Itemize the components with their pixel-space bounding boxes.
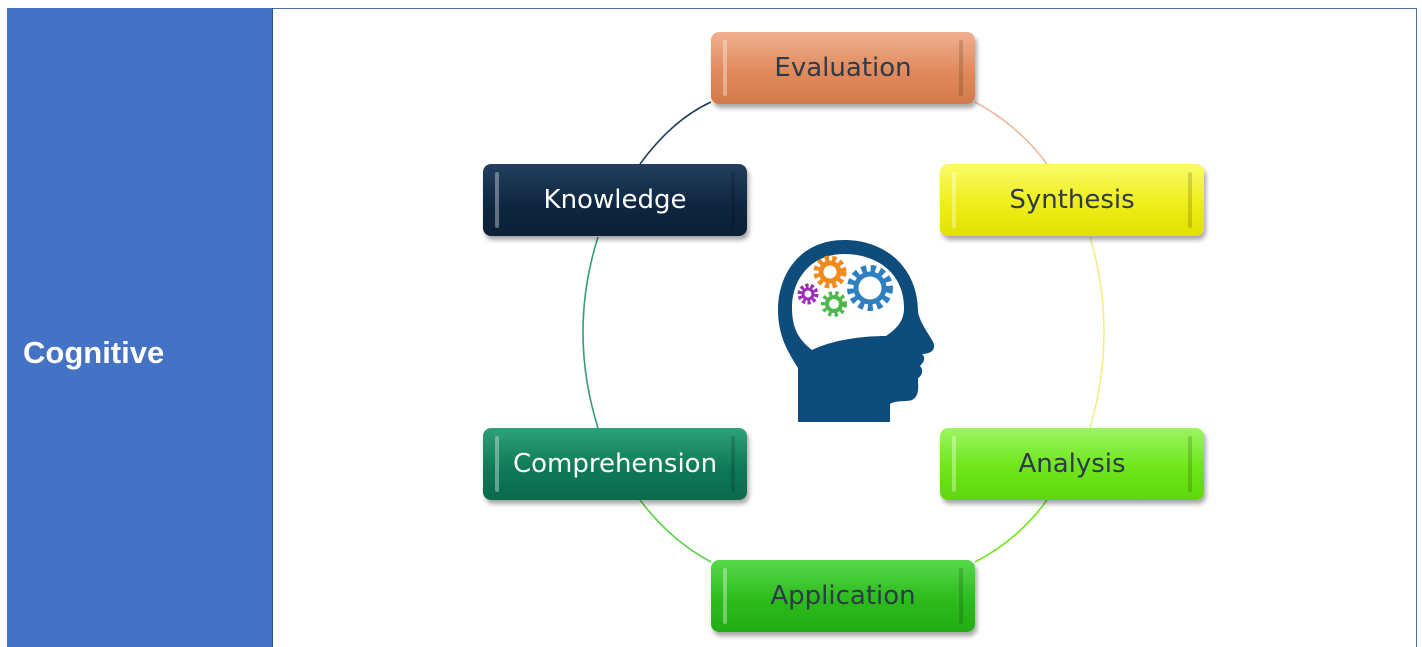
level-comprehension: Comprehension (483, 428, 747, 500)
level-application: Application (711, 560, 975, 632)
level-synthesis: Synthesis (940, 164, 1204, 236)
level-evaluation: Evaluation (711, 32, 975, 104)
level-knowledge: Knowledge (483, 164, 747, 236)
head-with-gears-icon (772, 232, 944, 424)
category-cell: Cognitive (7, 8, 273, 647)
level-analysis: Analysis (940, 428, 1204, 500)
category-title: Cognitive (23, 335, 165, 370)
